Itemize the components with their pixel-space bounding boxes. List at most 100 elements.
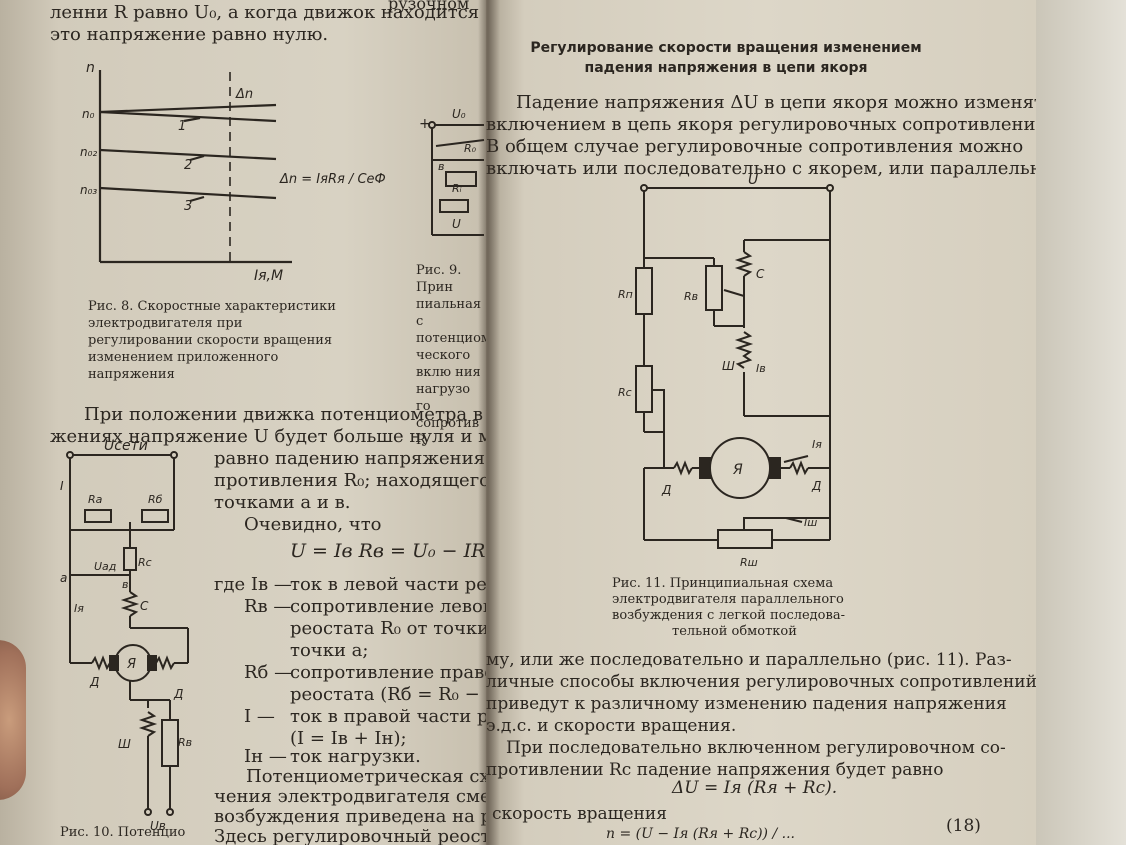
- text-line: жениях напряжение U будет больше нуля и …: [50, 426, 490, 447]
- thumb: [0, 640, 26, 800]
- text-line: включать или последовательно с якорем, и…: [486, 158, 1036, 179]
- label-iv: Iв: [756, 362, 766, 375]
- text-line: Падение напряжения ΔU в цепи якоря можно…: [516, 92, 1036, 113]
- speed-formula: n = (U − Iя (Rя + Rс)) / ...: [606, 826, 795, 842]
- def-text: реостата R₀ от точки: [290, 618, 490, 639]
- label-u-net: Uсети: [104, 438, 148, 454]
- label-u0: U₀: [452, 107, 466, 121]
- label-ya: Я: [732, 462, 743, 478]
- def-symbol: Rб —: [244, 662, 293, 683]
- def-text: (I = Iв + Iн);: [290, 728, 407, 749]
- figure-11-caption-line: Рис. 11. Принципиальная схема: [612, 576, 834, 591]
- figure-11-caption-line: возбуждения с легкой последова-: [612, 608, 845, 623]
- label-rv: Rв: [684, 290, 698, 303]
- level-label-n0: n₀: [82, 107, 95, 121]
- label-d1: Д: [661, 483, 671, 497]
- axis-label-i: Iя,M: [254, 268, 283, 284]
- def-symbol: где Iв —: [214, 574, 292, 595]
- text-line: противлении Rс падение напряжения будет …: [486, 760, 944, 780]
- book-gutter: [478, 0, 500, 845]
- level-label-n03: n₀₃: [80, 183, 97, 197]
- label-d1: Д: [89, 675, 99, 689]
- def-text: реостата (Rб = R₀ − R: [290, 684, 490, 705]
- equation-delta-u: ΔU = Iя (Rя + Rс).: [672, 778, 838, 798]
- label-ish: Iш: [804, 516, 817, 529]
- def-symbol: Rв —: [244, 596, 292, 617]
- figure-11-caption-line: тельной обмоткой: [672, 624, 797, 639]
- left-page: ленни R равно U₀, а когда движок находит…: [0, 0, 490, 845]
- def-text: сопротивление левой: [290, 596, 490, 617]
- text-line: Очевидно, что: [244, 514, 382, 535]
- label-ya: Я: [126, 657, 136, 672]
- label-i: I: [60, 479, 64, 493]
- delta-n-formula: Δn = IяRя / CеФ: [279, 172, 386, 187]
- label-u-ad: Uад: [94, 560, 116, 573]
- figure-10-circuit: Uсети I Rа Rб а Uад Rс в С Iя Я Д Д Ш Rв…: [60, 438, 192, 833]
- figure-8-caption: Рис. 8. Скоростные характеристики электр…: [88, 299, 336, 382]
- delta-n-label: Δn: [235, 87, 253, 102]
- background-surface: [1030, 0, 1126, 845]
- text-line: личные способы включения регулировочных …: [486, 672, 1036, 692]
- level-label-n02: n₀₂: [80, 145, 97, 159]
- label-rsh: Rш: [740, 556, 758, 569]
- text-line: При последовательно включенном регулиров…: [506, 738, 1006, 758]
- figure-10-caption: Рис. 10. Потенцио прическ: [60, 825, 186, 845]
- text-line: Здесь регулировочный реостат R: [214, 826, 490, 845]
- label-r0: R₀: [464, 142, 477, 155]
- text-line: включением в цепь якоря регулировочных с…: [486, 114, 1036, 135]
- equation-u: U = Iв Rв = U₀ − IRб,: [290, 540, 490, 562]
- label-ia: Iя: [74, 602, 84, 615]
- text-line: э.д.с. и скорости вращения.: [486, 716, 737, 736]
- text-line: скорость вращения: [492, 804, 667, 824]
- label-uv: Uв: [150, 819, 166, 833]
- label-rb: Rб: [148, 493, 163, 506]
- label-v: в: [122, 578, 128, 591]
- text-line: Потенциометрическая схема: [246, 766, 490, 787]
- label-rv: Rв: [178, 736, 192, 749]
- text-line: точками а и в.: [214, 492, 351, 513]
- axis-label-n: n: [86, 60, 95, 76]
- label-d2: Д: [173, 687, 183, 701]
- label-ri: Rᵢ: [452, 182, 462, 195]
- figure-11-caption-line: электродвигателя параллельного: [612, 592, 844, 607]
- figure-9-circuit: + U₀ R₀ в Rᵢ U: [419, 107, 485, 236]
- label-sh: Ш: [722, 359, 735, 373]
- label-plus: +: [419, 116, 431, 132]
- text-line: противления R₀; находящегос: [214, 470, 490, 491]
- def-text: ток нагрузки.: [290, 746, 421, 767]
- text-line: При положении движка потенциометра в дру…: [84, 404, 490, 425]
- page-number: (18): [946, 816, 981, 836]
- def-text: ток в левой части реост: [290, 574, 490, 595]
- right-page: Регулирование скорости вращения изменени…: [486, 0, 1036, 845]
- label-u: U: [748, 172, 758, 188]
- section-title: Регулирование скорости вращения изменени…: [530, 40, 922, 76]
- text-line: приведут к различному изменению падения …: [486, 694, 1007, 714]
- label-rp: Rп: [618, 288, 633, 301]
- text-line: чения электродвигателя смеш: [214, 786, 490, 807]
- figure-11-circuit: U Rп Rв С Ш Iв Rс Iя Я Д Д Iш Rш: [618, 172, 834, 569]
- text-line: возбуждения приведена на р: [214, 806, 490, 827]
- label-a: а: [60, 571, 67, 585]
- def-symbol: Iн —: [244, 746, 287, 767]
- label-rc: Rс: [618, 386, 632, 399]
- label-sh: Ш: [118, 737, 131, 751]
- def-text: сопротивление правой: [290, 662, 490, 683]
- label-u: U: [452, 217, 461, 231]
- figure-9-caption: Рис. 9. Прин пиальная с потенциоме ческо…: [416, 263, 490, 448]
- text-line: ленни R равно U₀, а когда движок находит…: [50, 2, 480, 23]
- text-line: равно падению напряжения в ч: [214, 448, 490, 469]
- text-line: В общем случае регулировочные сопротивле…: [486, 136, 1024, 157]
- label-rc: Rс: [138, 556, 152, 569]
- label-ia: Iя: [812, 438, 822, 451]
- label-d2: Д: [811, 479, 821, 493]
- def-text: точки а;: [290, 640, 369, 661]
- def-symbol: I —: [244, 706, 275, 727]
- curve-label-2: 2: [184, 158, 192, 173]
- figure-8-graph: n n₀ n₀₂ n₀₃ 1 2 3 Δn Iя,M Δn = IяRя / C…: [80, 60, 386, 284]
- curve-label-3: 3: [184, 199, 192, 214]
- text-fragment: рузочном: [388, 0, 470, 13]
- curve-label-1: 1: [178, 119, 186, 134]
- def-text: ток в правой части р: [290, 706, 489, 727]
- label-ra: Rа: [88, 493, 103, 506]
- label-v: в: [438, 160, 444, 173]
